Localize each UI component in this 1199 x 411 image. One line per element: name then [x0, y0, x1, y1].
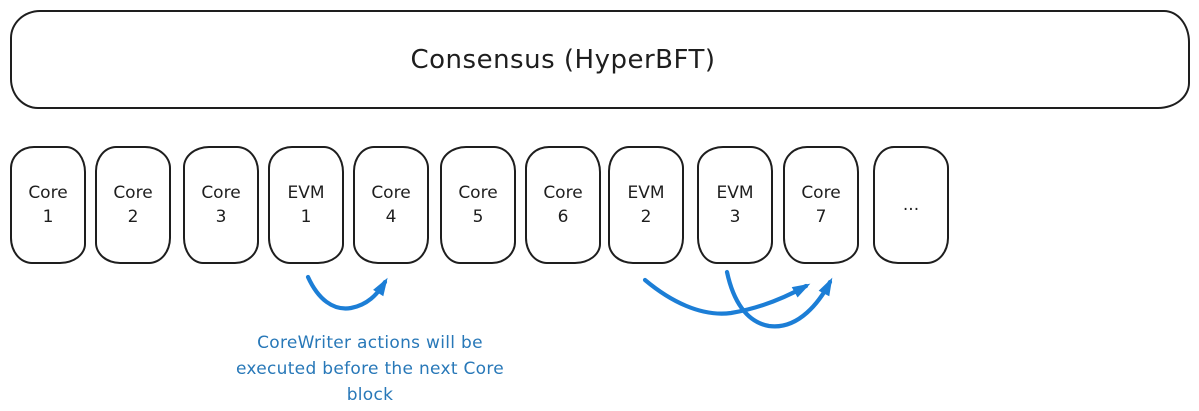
- block-number: 3: [215, 207, 227, 227]
- block-label: Core: [458, 183, 498, 203]
- block-label: Core: [201, 183, 241, 203]
- block-label: EVM: [287, 183, 325, 203]
- consensus-box: Consensus (HyperBFT): [10, 10, 1190, 109]
- block-number: 5: [472, 207, 484, 227]
- block-core-5: Core 5: [440, 146, 516, 264]
- block-number: 2: [640, 207, 652, 227]
- block-number: 4: [385, 207, 397, 227]
- block-label: EVM: [627, 183, 665, 203]
- block-evm-2: EVM 2: [608, 146, 684, 264]
- block-label: EVM: [716, 183, 754, 203]
- block-number: 6: [557, 207, 569, 227]
- consensus-label: Consensus (HyperBFT): [410, 44, 716, 75]
- block-ellipsis: ...: [873, 146, 949, 264]
- block-number: 2: [127, 207, 139, 227]
- block-label: ...: [902, 195, 920, 215]
- block-number: 1: [42, 207, 54, 227]
- note-line: CoreWriter actions will be: [257, 333, 483, 353]
- block-number: 1: [300, 207, 312, 227]
- note-line: executed before the next Core: [235, 359, 505, 379]
- block-label: Core: [28, 183, 68, 203]
- block-label: Core: [371, 183, 411, 203]
- block-label: Core: [543, 183, 583, 203]
- block-evm-3: EVM 3: [697, 146, 773, 264]
- corewriter-note: CoreWriter actions will be executed befo…: [200, 330, 540, 408]
- block-core-2: Core 2: [95, 146, 171, 264]
- block-core-3: Core 3: [183, 146, 259, 264]
- block-label: Core: [113, 183, 153, 203]
- block-core-4: Core 4: [353, 146, 429, 264]
- note-line: block: [346, 385, 394, 405]
- block-label: Core: [801, 183, 841, 203]
- arrow-evm1-to-core4: [305, 274, 388, 311]
- block-number: 3: [729, 207, 741, 227]
- block-core-6: Core 6: [525, 146, 601, 264]
- arrow-evm2-to-core7: [642, 277, 811, 316]
- block-core-1: Core 1: [10, 146, 86, 264]
- block-core-7: Core 7: [783, 146, 859, 264]
- arrow-evm3-to-core7: [724, 269, 833, 329]
- block-number: 7: [815, 207, 827, 227]
- block-evm-1: EVM 1: [268, 146, 344, 264]
